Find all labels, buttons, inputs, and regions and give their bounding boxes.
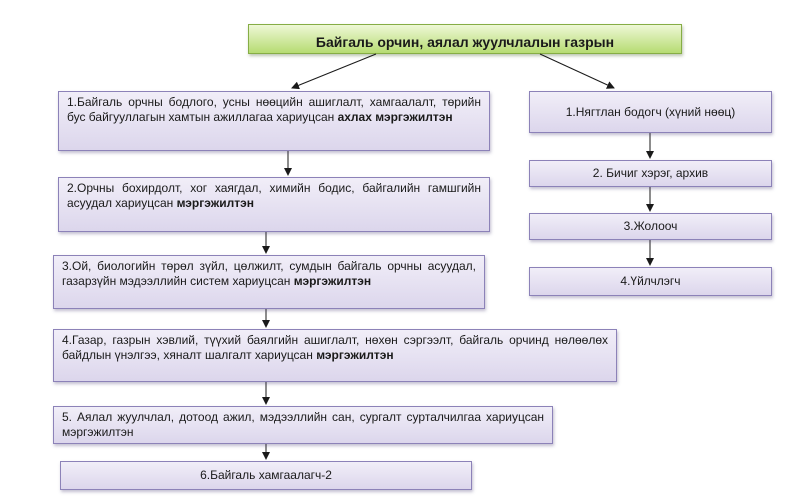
right-box-3-text: 3.Жолооч xyxy=(623,219,678,233)
right-box-1: 1.Нягтлан бодогч (хүний нөөц) xyxy=(529,91,772,133)
left-box-1: 1.Байгаль орчны бодлого, усны нөөцийн аш… xyxy=(58,91,490,151)
right-box-4: 4.Үйлчлэгч xyxy=(529,267,772,296)
right-box-1-text: 1.Нягтлан бодогч (хүний нөөц) xyxy=(565,104,736,119)
right-box-4-text: 4.Үйлчлэгч xyxy=(620,274,681,288)
department-title-box: Байгаль орчин, аялал жуулчлалын газрын xyxy=(248,24,682,54)
left-box-4-bold: мэргэжилтэн xyxy=(316,348,394,362)
left-box-4: 4.Газар, газрын хэвлий, түүхий баялгийн … xyxy=(53,329,617,382)
left-box-6-text: 6.Байгаль хамгаалагч-2 xyxy=(200,468,332,482)
left-box-2-bold: мэргэжилтэн xyxy=(176,196,254,210)
left-box-3: 3.Ой, биологийн төрөл зүйл, цөлжилт, сум… xyxy=(53,255,485,309)
right-box-2: 2. Бичиг хэрэг, архив xyxy=(529,160,772,187)
left-box-5: 5. Аялал жуулчлал, дотоод ажил, мэдээлли… xyxy=(53,406,553,444)
department-title: Байгаль орчин, аялал жуулчлалын газрын xyxy=(315,34,615,50)
left-box-3-bold: мэргэжилтэн xyxy=(293,274,372,288)
left-box-3-text: 3.Ой, биологийн төрөл зүйл, цөлжилт, сум… xyxy=(62,259,476,288)
title-to-left-arrow xyxy=(291,53,377,90)
title-to-right-arrow xyxy=(539,53,615,89)
left-box-5-text: 5. Аялал жуулчлал, дотоод ажил, мэдээлли… xyxy=(62,410,544,439)
left-box-1-text: 1.Байгаль орчны бодлого, усны нөөцийн аш… xyxy=(67,95,481,124)
left-box-1-bold: ахлах мэргэжилтэн xyxy=(337,110,453,124)
right-box-3: 3.Жолооч xyxy=(529,213,772,240)
left-box-2: 2.Орчны бохирдолт, хог хаягдал, химийн б… xyxy=(58,177,490,232)
left-box-4-text: 4.Газар, газрын хэвлий, түүхий баялгийн … xyxy=(62,333,608,362)
left-box-2-text: 2.Орчны бохирдолт, хог хаягдал, химийн б… xyxy=(67,181,481,210)
right-box-2-text: 2. Бичиг хэрэг, архив xyxy=(592,166,709,180)
left-box-6: 6.Байгаль хамгаалагч-2 xyxy=(60,461,472,490)
